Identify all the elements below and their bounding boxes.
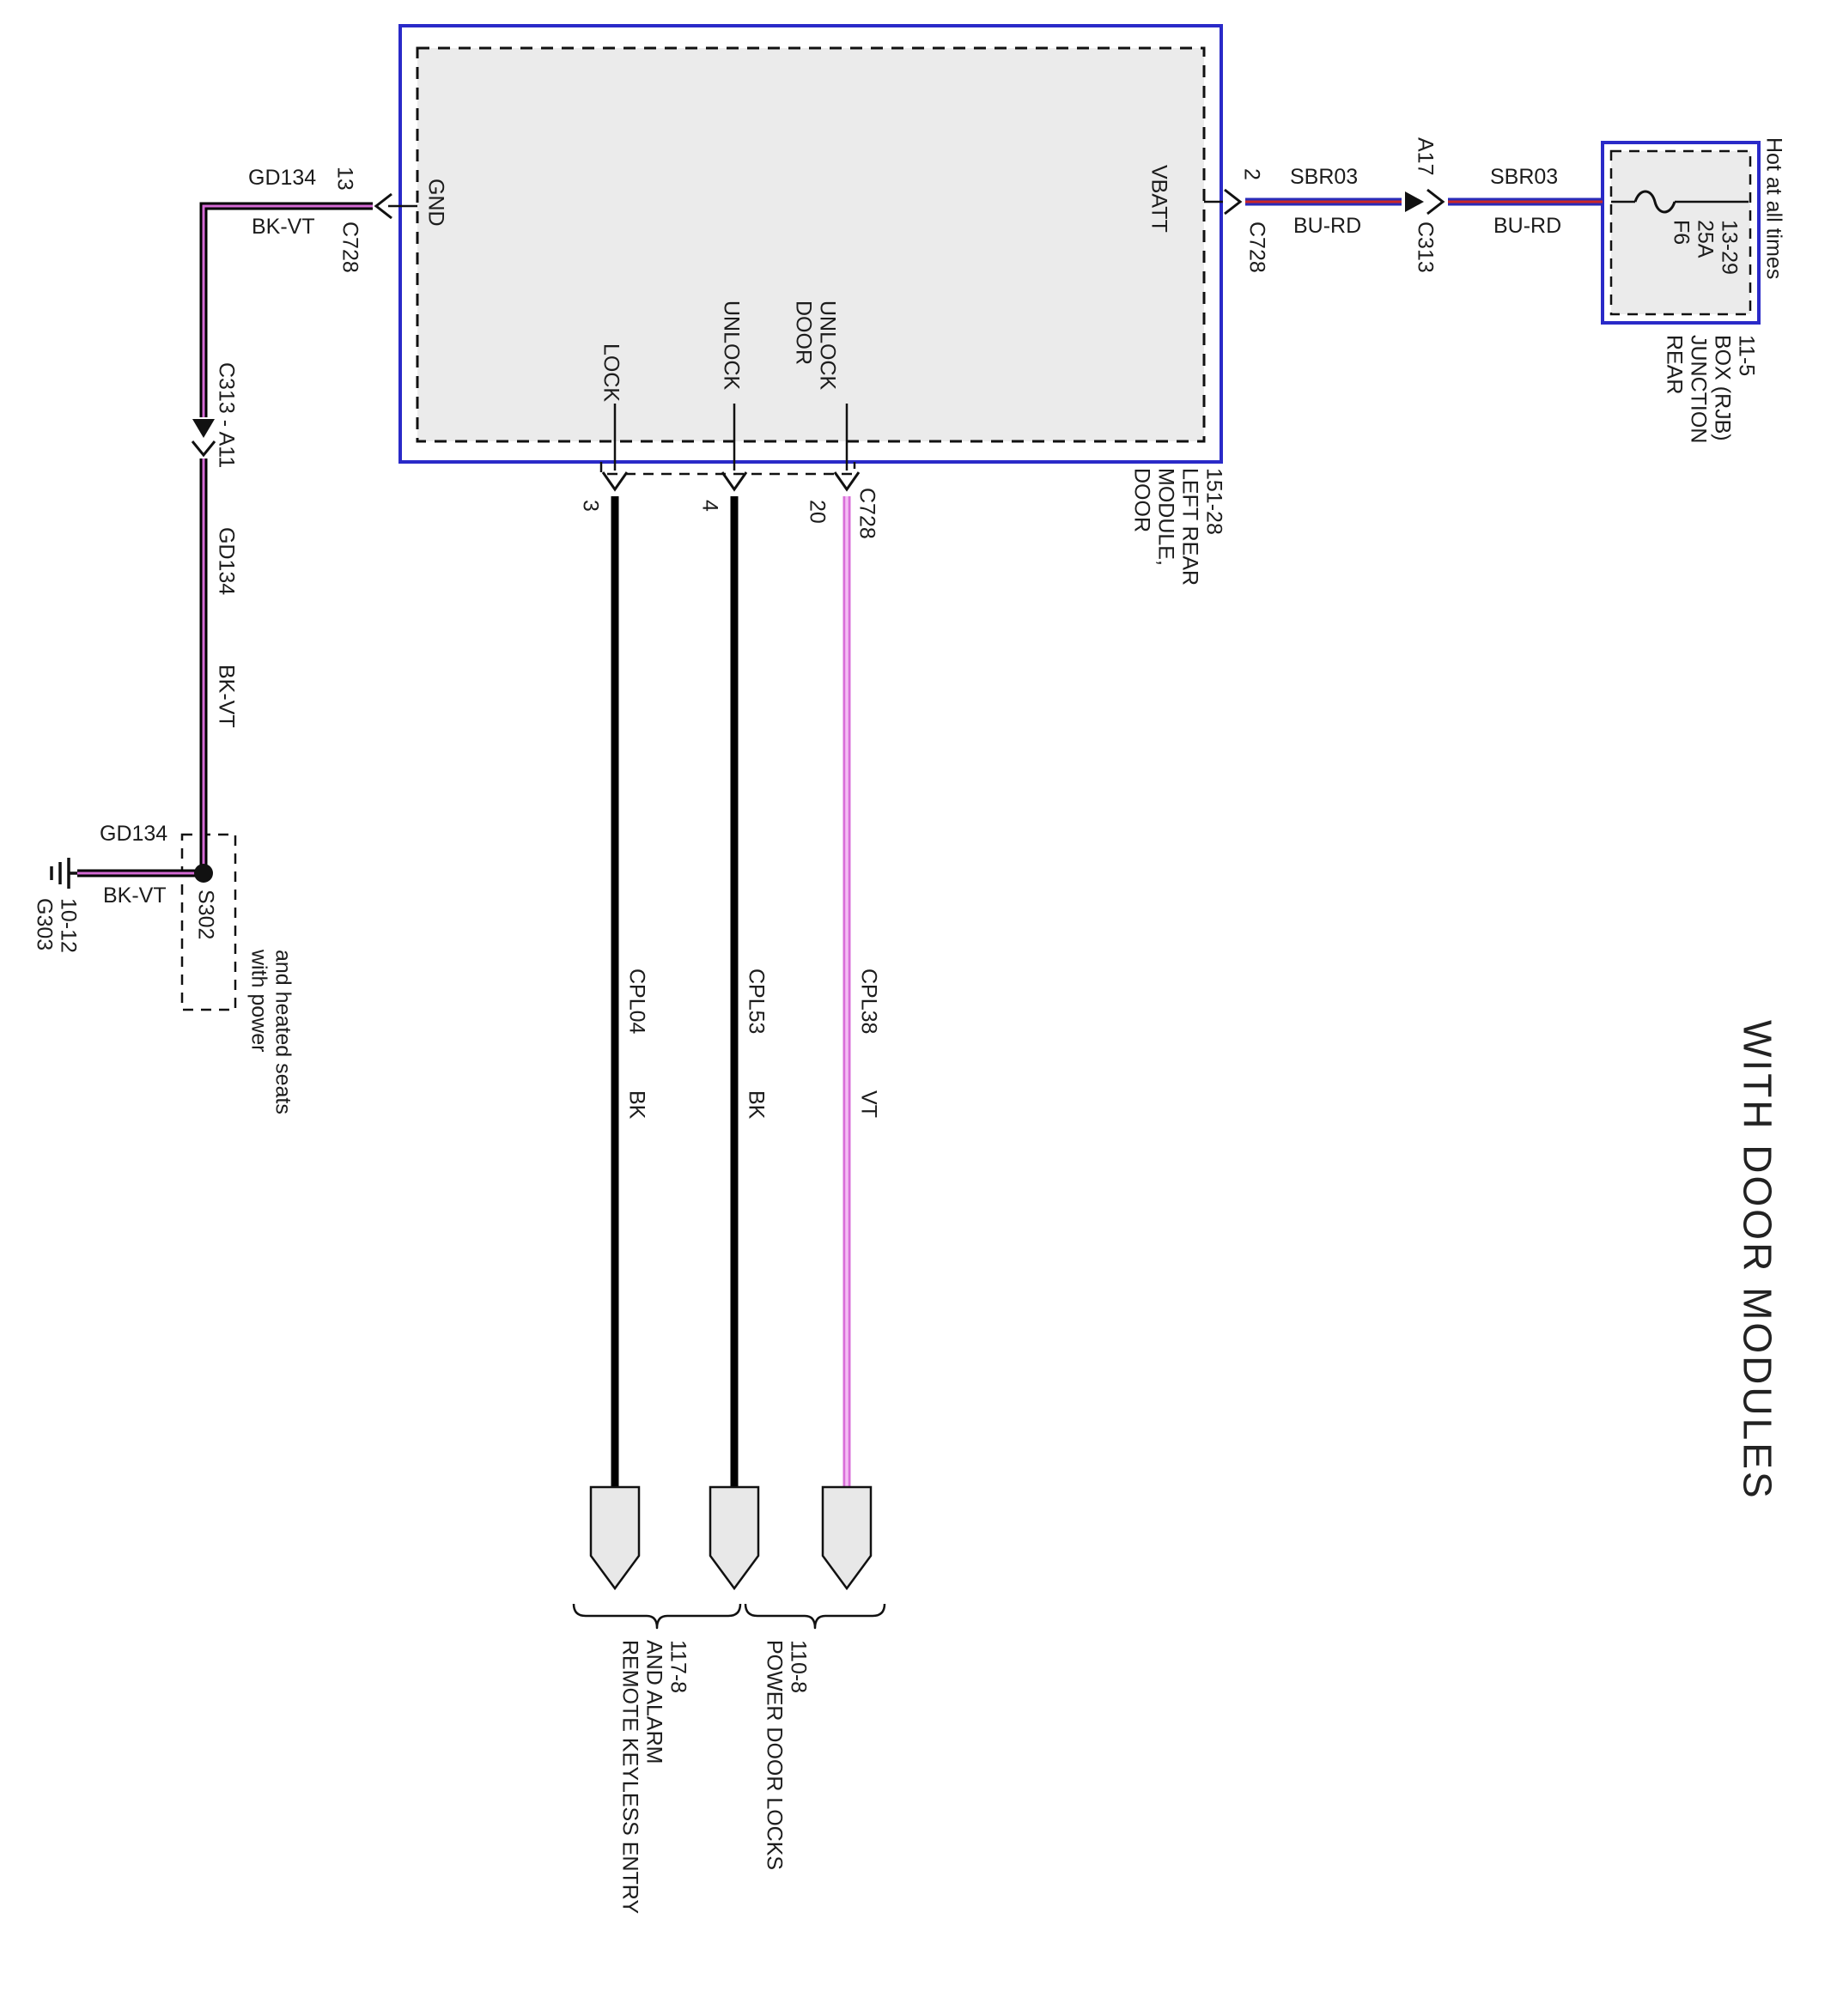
c313-connector-arrow-icon	[1405, 191, 1424, 212]
module-lock-label: LOCK	[599, 343, 623, 403]
rjb-name-line4: 11-5	[1734, 335, 1759, 377]
ground-id-line1: G303	[32, 898, 57, 951]
module-unlock-label: UNLOCK	[719, 301, 744, 391]
c313-pin-label: A17	[1413, 137, 1438, 176]
dest1-brace-icon	[572, 1603, 742, 1630]
splice-dot	[194, 864, 213, 883]
fuse-label-line3: 13-29	[1717, 220, 1742, 275]
dest1-label-line3: 117-8	[666, 1640, 690, 1694]
gnd-wire-bkvt-seg1-stripe	[202, 204, 373, 417]
lock-pin-number: 3	[578, 500, 603, 512]
module-name-line2: MODULE,	[1153, 468, 1178, 566]
ground-wire-color-label: BK-VT	[103, 884, 167, 908]
module-door-unlock-label-line1: DOOR	[791, 301, 816, 365]
vbatt-pin-number: 2	[1239, 168, 1264, 180]
lock-pin-chevron-icon	[601, 471, 629, 492]
module-door-unlock-label-line2: UNLOCK	[815, 301, 840, 391]
vbatt-connector-chevron-icon	[1224, 188, 1243, 216]
fuse-label-line2: 25A	[1693, 220, 1718, 258]
diagram-title: WITH DOOR MODULES	[1735, 1020, 1780, 1501]
ground-symbol-icon	[50, 858, 77, 889]
unlock-wire-color-label: BK	[744, 1090, 769, 1120]
inline-connector-label: C313 - A11	[214, 362, 239, 469]
vbatt-wire-color-label-2: BU-RD	[1493, 214, 1562, 238]
dest1-label-line1: REMOTE KEYLESS ENTRY	[617, 1640, 642, 1915]
fuse-symbol-icon	[1633, 190, 1676, 214]
ground-wire-id-label: GD134	[100, 822, 168, 846]
splice-note-line1: with power	[246, 950, 271, 1053]
lock-wire-id-label: CPL04	[624, 969, 649, 1035]
rjb-name-line2: JUNCTION	[1686, 335, 1711, 444]
module-name-line1: DOOR	[1129, 468, 1154, 532]
dest2-label-line2: 110-8	[786, 1640, 811, 1694]
door-unlock-pin-chevron-icon	[833, 471, 861, 492]
lock-wire-color-label: BK	[624, 1090, 649, 1120]
rjb-name-line1: REAR	[1662, 335, 1687, 395]
door-unlock-wire-terminal-connector	[821, 1485, 873, 1591]
vbatt-connector-label: C728	[1244, 222, 1269, 273]
unlock-pin-chevron-icon	[721, 471, 748, 492]
dest1-label-line2: AND ALARM	[642, 1640, 666, 1764]
vbatt-wire-id-label-1: SBR03	[1290, 165, 1359, 189]
module-vbatt-label: VBATT	[1147, 165, 1171, 233]
c313-connector-label: C313	[1413, 222, 1438, 273]
door-unlock-pin-number: 20	[805, 500, 830, 524]
gnd-pin-number: 13	[332, 167, 357, 191]
vbatt-wire-id-label-2: SBR03	[1490, 165, 1559, 189]
unlock-wire-terminal-connector	[709, 1485, 760, 1591]
splice-note-line2: and heated seats	[271, 950, 295, 1114]
module-name-line4: 151-28	[1201, 468, 1226, 535]
gnd-wire-id-label: GD134	[248, 166, 317, 190]
c313-a11-connector-chevron-icon	[191, 440, 216, 458]
splice-label: S302	[193, 890, 218, 940]
gnd-connector-label: C728	[338, 222, 362, 273]
dest2-label-line1: POWER DOOR LOCKS	[762, 1640, 787, 1871]
hot-at-all-times-note: Hot at all times	[1761, 137, 1786, 280]
gnd-wire-id-label-mid: GD134	[214, 527, 239, 596]
splice-option-dashed-box	[180, 833, 237, 1011]
lock-wire-terminal-connector	[589, 1485, 641, 1591]
rear-junction-box-inner-dashed	[1609, 149, 1752, 316]
vbatt-wire-color-label-1: BU-RD	[1293, 214, 1362, 238]
dest2-brace-icon	[744, 1603, 886, 1630]
module-gnd-label: GND	[423, 179, 448, 227]
unlock-pin-number: 4	[697, 500, 722, 512]
module-pin-dashed-extension	[599, 462, 856, 476]
gnd-wire-color-label-mid: BK-VT	[214, 665, 239, 728]
door-unlock-connector-label: C728	[855, 488, 879, 539]
door-unlock-wire-id-label: CPL38	[856, 969, 881, 1035]
unlock-wire-id-label: CPL53	[744, 969, 769, 1035]
fuse-label-line1: F6	[1669, 220, 1694, 246]
door-module-inner-dashed-box	[416, 46, 1206, 443]
module-name-line3: LEFT REAR	[1177, 468, 1202, 586]
c313-connector-chevron-icon	[1426, 188, 1445, 216]
gnd-connector-chevron-icon	[374, 192, 392, 220]
door-unlock-wire-color-label: VT	[856, 1090, 881, 1118]
gnd-wire-color-label: BK-VT	[252, 215, 315, 239]
ground-id-line2: 10-12	[56, 898, 81, 953]
rjb-name-line3: BOX (RJB)	[1710, 335, 1735, 441]
c313-a11-connector-arrow-icon	[192, 419, 215, 438]
